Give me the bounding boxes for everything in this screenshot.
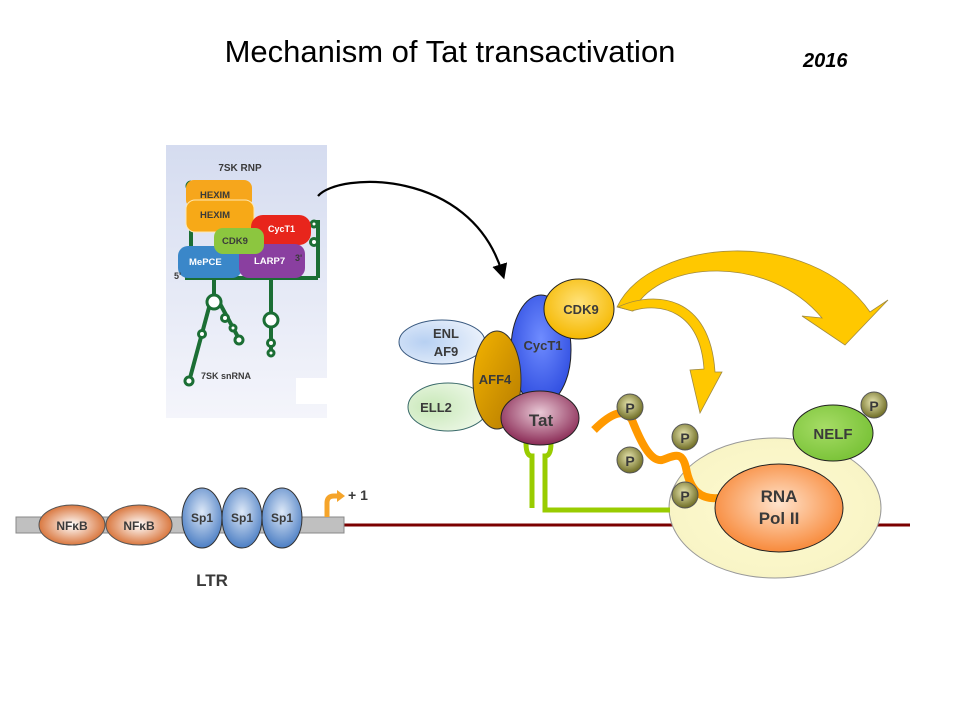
tss-arrow-head-icon bbox=[337, 490, 345, 502]
tat-label: Tat bbox=[529, 411, 554, 430]
7sk-rnp-inset: 7SK RNP HEXIM bbox=[166, 145, 328, 418]
nfkb-label-1: NFκB bbox=[56, 519, 88, 533]
phosphate-label: P bbox=[625, 400, 634, 416]
phosphate-label: P bbox=[680, 488, 689, 504]
hexim-label-1: HEXIM bbox=[200, 190, 230, 201]
nfkb-site-1 bbox=[38, 504, 106, 546]
tss-arrow-icon bbox=[324, 493, 338, 517]
nelf-label: NELF bbox=[813, 426, 852, 443]
7sk-rnp-title: 7SK RNP bbox=[218, 163, 262, 174]
cdk9-label-inset: CDK9 bbox=[222, 236, 248, 247]
larp7-label: LARP7 bbox=[254, 256, 285, 267]
nfkb-site-2 bbox=[105, 504, 173, 546]
tss-label: + 1 bbox=[348, 487, 368, 503]
enl-label: ENL bbox=[433, 326, 459, 341]
cdk9-protein-inset bbox=[214, 228, 264, 254]
tat bbox=[500, 390, 580, 446]
phosphate-group-ctd-4: P bbox=[671, 481, 699, 509]
phosphate-label: P bbox=[625, 453, 634, 469]
three-prime-label: 3' bbox=[295, 253, 302, 263]
cdk9 bbox=[543, 278, 615, 340]
7sk-snrna-label: 7SK snRNA bbox=[201, 371, 252, 381]
af9-label: AF9 bbox=[434, 344, 459, 359]
rna-pol-ii-label-2: Pol II bbox=[759, 509, 800, 528]
cyct1-label-inset: CycT1 bbox=[268, 224, 295, 234]
rna-pol-ii bbox=[714, 463, 844, 553]
tar-rna-right bbox=[542, 442, 670, 513]
phosphate-group-nelf: P bbox=[860, 391, 888, 419]
tar-rna-left bbox=[523, 442, 535, 508]
year-label: 2016 bbox=[803, 50, 848, 72]
five-prime-label: 5' bbox=[174, 271, 181, 281]
release-arrow bbox=[317, 180, 508, 280]
sp1-label-3: Sp1 bbox=[271, 511, 293, 525]
mepce-label: MePCE bbox=[189, 257, 222, 268]
slide-title: Mechanism of Tat transactivation bbox=[224, 34, 676, 69]
sp1-site-3 bbox=[261, 487, 303, 549]
phosphorylation-arrow-nelf bbox=[616, 250, 889, 346]
phosphate-group-ctd-2: P bbox=[671, 423, 699, 451]
inset-notch bbox=[296, 378, 328, 404]
hexim-label-2: HEXIM bbox=[200, 210, 230, 221]
phosphorylation-arrow-ctd bbox=[616, 298, 723, 415]
sp1-label-1: Sp1 bbox=[191, 511, 213, 525]
phosphate-label: P bbox=[869, 398, 878, 414]
nelf bbox=[792, 404, 874, 462]
phosphate-label: P bbox=[680, 430, 689, 446]
ltr-label: LTR bbox=[196, 571, 228, 590]
cyct1-label: CycT1 bbox=[523, 338, 562, 353]
sp1-label-2: Sp1 bbox=[231, 511, 253, 525]
phosphate-group-ctd-3: P bbox=[616, 446, 644, 474]
cyct1-protein-inset bbox=[251, 215, 311, 245]
phosphate-group-ctd-1: P bbox=[616, 393, 644, 421]
rna-pol-ii-label-1: RNA bbox=[761, 487, 798, 506]
aff4-label: AFF4 bbox=[479, 372, 512, 387]
ell2-label: ELL2 bbox=[420, 400, 452, 415]
cdk9-label: CDK9 bbox=[563, 302, 598, 317]
nfkb-label-2: NFκB bbox=[123, 519, 155, 533]
